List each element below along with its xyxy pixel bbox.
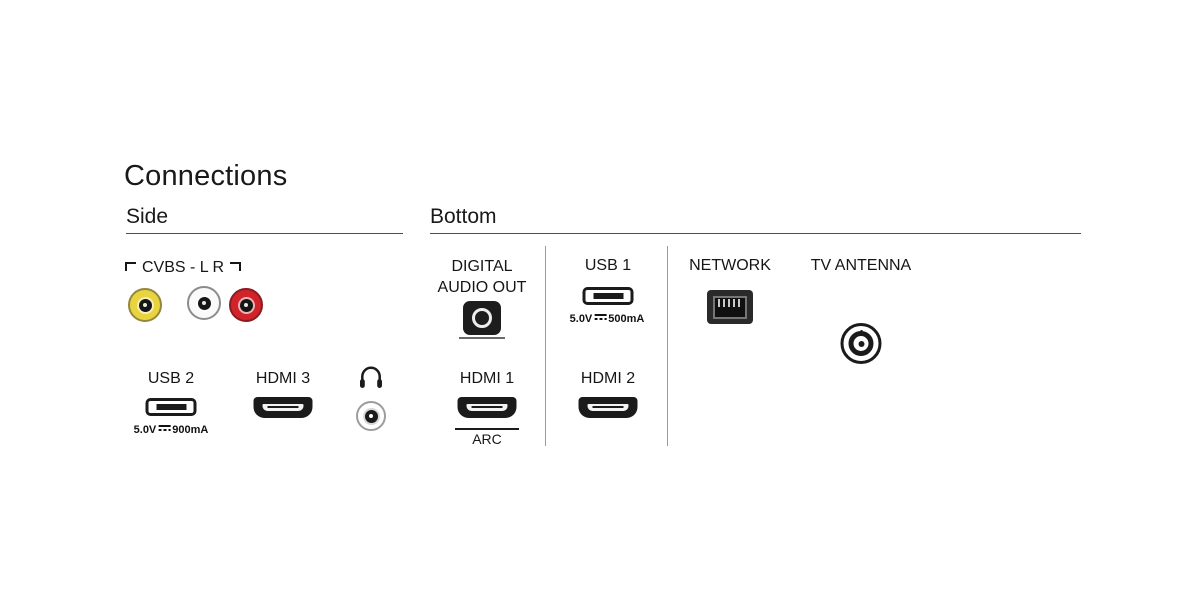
- usb1-power-current: 500mA: [608, 313, 645, 325]
- digital-audio-out-line1: DIGITAL: [451, 258, 513, 275]
- usb-tongue: [593, 293, 623, 299]
- antenna-coax-port-icon: [840, 323, 882, 364]
- bottom-panel-divider-2: [667, 246, 668, 446]
- hdmi3-port-icon: [253, 397, 313, 418]
- ethernet-port-icon: [707, 290, 753, 324]
- usb1-power-voltage: 5.0V: [569, 313, 593, 325]
- bottom-section-rule: [430, 233, 1081, 234]
- coax-pin: [858, 340, 864, 347]
- usb2-label: USB 2: [147, 370, 195, 387]
- network-label: NETWORK: [689, 257, 771, 274]
- digital-audio-out-line2: AUDIO OUT: [437, 279, 527, 296]
- usb2-power-current: 900mA: [172, 424, 209, 436]
- hdmi1-arc-label: ARC: [472, 431, 502, 447]
- usb1-port-icon: [582, 287, 634, 305]
- hdmi-slot: [466, 404, 508, 411]
- cvbs-bracket-left-icon: [125, 262, 136, 271]
- usb2-power-rating: 5.0V 900mA: [134, 424, 209, 436]
- tv-antenna-label: TV ANTENNA: [810, 257, 912, 274]
- headphone-jack-icon: [356, 401, 386, 431]
- usb1-power-rating: 5.0V 500mA: [570, 313, 645, 325]
- coax-notch: [860, 330, 862, 334]
- dc-symbol-icon: [158, 425, 171, 432]
- usb1-label: USB 1: [584, 257, 632, 274]
- headphone-icon: [359, 366, 383, 394]
- cvbs-label: CVBS - L R: [142, 259, 225, 276]
- dc-symbol-icon: [594, 314, 607, 321]
- hdmi2-port-icon: [578, 397, 638, 418]
- bottom-panel-divider-1: [545, 246, 546, 446]
- hdmi1-port-icon: [457, 397, 517, 418]
- jack-hole: [362, 407, 380, 425]
- section-label-bottom: Bottom: [430, 205, 497, 228]
- usb2-power-voltage: 5.0V: [133, 424, 157, 436]
- optical-ring: [472, 308, 492, 328]
- usb-tongue: [156, 404, 186, 410]
- hdmi2-label: HDMI 2: [580, 370, 636, 387]
- cvbs-label-group: CVBS - L R: [125, 259, 242, 277]
- section-label-side: Side: [126, 205, 169, 228]
- cvbs-bracket-right-icon: [230, 262, 242, 271]
- digital-audio-out-label: DIGITAL AUDIO OUT: [438, 256, 527, 298]
- arc-bracket-line: [455, 428, 519, 430]
- coax-mid: [848, 331, 874, 356]
- hdmi-slot: [587, 404, 629, 411]
- hdmi-slot: [262, 404, 304, 411]
- audio-left-jack-icon: [187, 286, 221, 320]
- side-section-rule: [126, 233, 403, 234]
- usb2-port-icon: [145, 398, 197, 416]
- rca-pin: [239, 298, 253, 312]
- cvbs-video-jack-icon: [128, 288, 162, 322]
- hdmi3-label: HDMI 3: [255, 370, 311, 387]
- rca-pin: [197, 296, 211, 310]
- rj45-inner: [713, 295, 747, 319]
- rca-pin: [138, 298, 152, 312]
- audio-right-jack-icon: [229, 288, 263, 322]
- hdmi1-label: HDMI 1: [459, 370, 515, 387]
- jack-dot: [369, 414, 373, 418]
- page-title: Connections: [124, 160, 288, 192]
- optical-audio-port-icon: [459, 301, 505, 339]
